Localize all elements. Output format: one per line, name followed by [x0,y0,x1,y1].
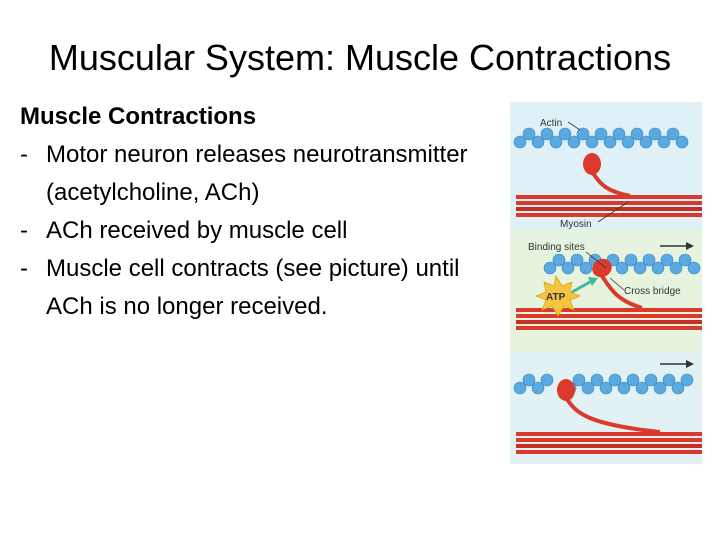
actin-bead [624,253,638,267]
slide-body: Muscle Contractions - Motor neuron relea… [20,98,500,326]
actin-bead [594,127,608,141]
motion-arrow-right [660,242,694,250]
atp-arrow [571,277,598,294]
actin-bead [617,381,631,395]
section-heading: Muscle Contractions [20,103,257,130]
bullet-item: - Motor neuron releases neurotransmitter… [20,136,500,212]
actin-bead [549,135,563,149]
panel-middle [510,230,702,352]
myosin-filament [516,432,702,454]
actin-bead [671,381,685,395]
actin-bead [680,373,694,387]
actin-bead [644,373,658,387]
actin-bead [635,381,649,395]
myosin-head [557,379,661,434]
actin-bead [642,253,656,267]
bullet-text: Muscle cell contracts (see picture) unti… [46,255,460,320]
actin-bead [567,135,581,149]
actin-filament [513,373,694,395]
cross-bridge-label: Cross bridge [624,286,681,297]
actin-bead [558,127,572,141]
actin-bead [540,373,554,387]
actin-bead [540,127,554,141]
actin-bead [531,381,545,395]
myosin-leader-line [597,201,629,223]
actin-bead [633,261,647,275]
bullet-marker: - [20,255,28,282]
actin-bead [687,261,701,275]
actin-bead [599,381,613,395]
actin-filament [513,127,689,149]
actin-bead [581,381,595,395]
bullet-item: - ACh received by muscle cell [20,212,500,250]
binding-sites-label: Binding sites [528,242,585,253]
actin-bead [612,127,626,141]
actin-bead [639,135,653,149]
actin-bead [660,253,674,267]
atp-label: ATP [546,292,566,303]
actin-bead [585,135,599,149]
bullet-text: Motor neuron releases neurotransmitter (… [46,141,468,206]
bullet-marker: - [20,217,28,244]
actin-bead [615,261,629,275]
actin-bead [543,261,557,275]
actin-bead [590,373,604,387]
actin-bead [608,373,622,387]
actin-bead [666,127,680,141]
atp-icon: ATP [534,274,582,317]
muscle-contraction-diagram: Actin Myosin Binding sites ATP Cross bri… [510,102,702,464]
actin-bead [669,261,683,275]
actin-bead [552,253,566,267]
cross-bridge-leader-line [609,277,625,291]
myosin-head [583,153,631,198]
actin-bead [657,135,671,149]
actin-bead [630,127,644,141]
actin-bead [651,261,665,275]
actin-bead [603,135,617,149]
diagram-svg: Actin Myosin Binding sites ATP Cross bri… [510,102,702,464]
bullet-item: - Muscle cell contracts (see picture) un… [20,250,500,326]
binding-sites-leader-line [585,251,607,269]
actin-bead [513,381,527,395]
actin-bead [626,373,640,387]
actin-bead [522,373,536,387]
actin-bead [678,253,692,267]
actin-leader-line [567,121,581,131]
actin-bead [675,135,689,149]
actin-bead [570,253,584,267]
actin-bead [576,127,590,141]
actin-bead [648,127,662,141]
actin-label: Actin [540,118,562,129]
motion-arrow-right [660,360,694,368]
actin-bead [561,261,575,275]
bullet-marker: - [20,141,28,168]
actin-bead [653,381,667,395]
actin-bead [522,127,536,141]
actin-bead [579,261,593,275]
actin-bead [621,135,635,149]
actin-bead [662,373,676,387]
actin-bead [531,135,545,149]
myosin-label: Myosin [560,219,592,230]
myosin-filament [516,308,702,330]
slide-title: Muscular System: Muscle Contractions [48,37,672,78]
bullet-text: ACh received by muscle cell [46,217,348,244]
actin-bead [572,373,586,387]
myosin-head [592,258,643,310]
actin-bead [513,135,527,149]
